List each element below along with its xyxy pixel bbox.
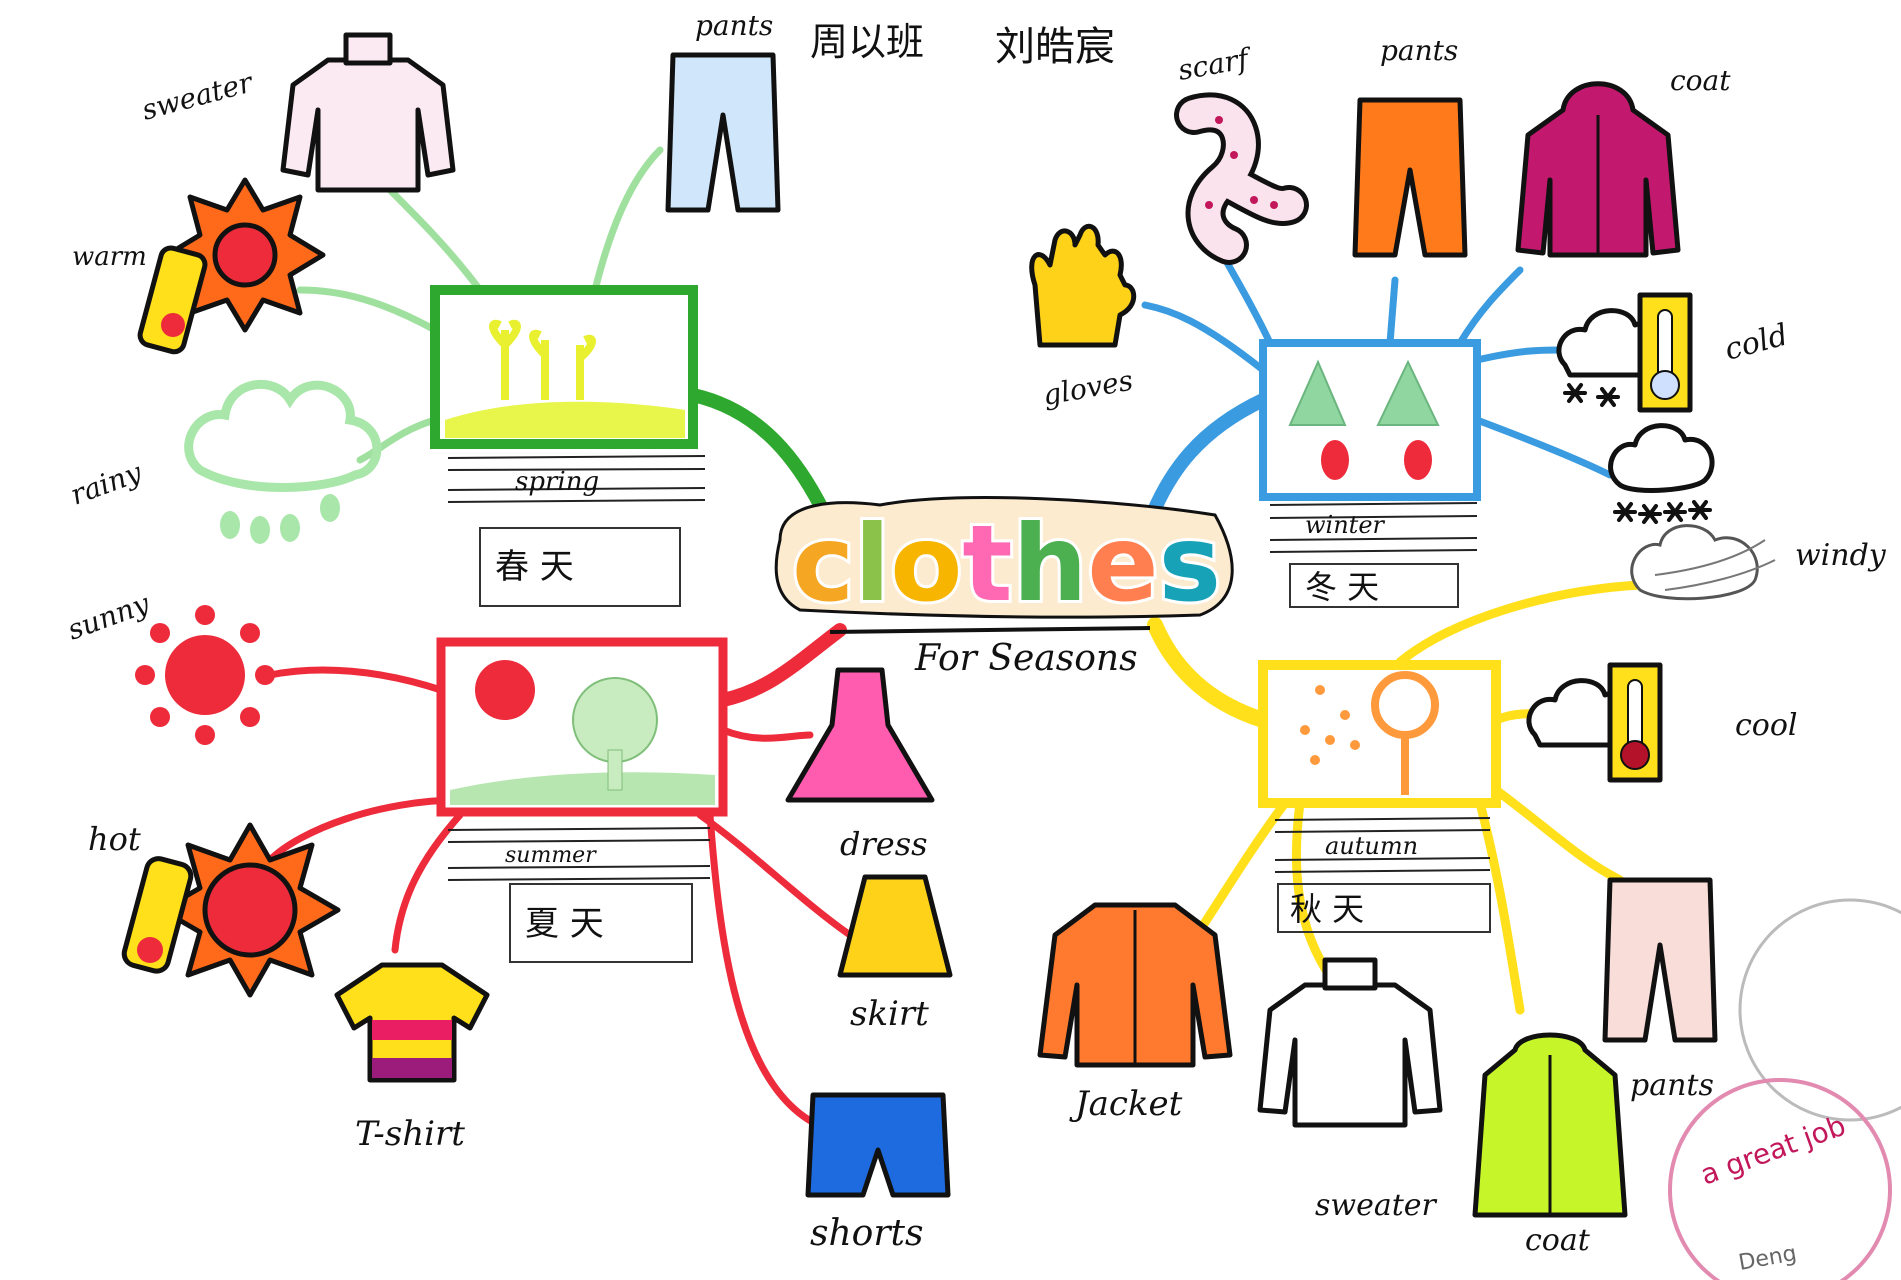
- title-word: clothes: [792, 503, 1221, 625]
- cool-icon: [1526, 662, 1663, 783]
- autumn-sweater-label: sweater: [1315, 1188, 1438, 1223]
- title-letter-h: h: [1013, 503, 1088, 625]
- center-title: clothes For Seasons: [774, 496, 1234, 679]
- cold-label: cold: [1721, 317, 1792, 367]
- falling-leaves-icon: [1300, 685, 1360, 765]
- autumn-pants-label: pants: [1630, 1068, 1714, 1103]
- rainy-label: rainy: [66, 455, 147, 511]
- dress-label: dress: [840, 825, 928, 863]
- trees-icon: [1288, 359, 1440, 426]
- winter-coat-label: coat: [1670, 64, 1731, 97]
- jacket-label: Jacket: [1069, 1084, 1183, 1124]
- winter-scarf: [1174, 92, 1309, 265]
- sunny-label: sunny: [63, 586, 155, 646]
- autumn-coat-label: coat: [1525, 1223, 1591, 1258]
- gloves-label: gloves: [1040, 364, 1135, 412]
- tshirt-icon: [334, 962, 490, 1083]
- autumn-branch: [1147, 617, 1271, 728]
- windy-icon: [1630, 524, 1776, 601]
- skirt-icon: [837, 874, 953, 978]
- summer-node: summer 夏 天: [436, 637, 728, 963]
- dress-icon: [785, 667, 935, 803]
- sprouts-icon: [489, 319, 596, 400]
- subtitle: For Seasons: [914, 638, 1138, 679]
- autumn-chinese: 秋 天: [1290, 890, 1364, 928]
- winter-label: winter: [1305, 511, 1386, 539]
- stamp-text: a great job: [1696, 1109, 1850, 1192]
- warm-label: warm: [72, 242, 147, 272]
- spring-branch: [686, 388, 837, 532]
- winter-chinese: 冬 天: [1305, 568, 1379, 606]
- jacket-icon: [1037, 902, 1233, 1068]
- gloves-icon: [1029, 223, 1137, 348]
- hot-label: hot: [88, 820, 141, 858]
- winter-node: winter 冬 天: [1259, 339, 1481, 608]
- title-letter-e: e: [1087, 503, 1158, 625]
- winter-branch: [1143, 393, 1270, 527]
- title-letter-l: l: [854, 503, 890, 625]
- summer-chinese: 夏 天: [525, 904, 604, 944]
- spring-sweater: [280, 32, 456, 193]
- sunny-icon: [135, 605, 275, 745]
- cold-icon: [1556, 292, 1693, 413]
- winter-pants-label: pants: [1380, 34, 1458, 67]
- winter-pants: [1352, 97, 1468, 258]
- autumn-label: autumn: [1325, 832, 1418, 860]
- warm-icon: [137, 177, 326, 355]
- title-letter-s: s: [1159, 503, 1222, 625]
- spring-node: spring 春 天: [430, 285, 706, 607]
- autumn-pants: [1602, 877, 1718, 1043]
- stamp-signature: Deng: [1737, 1241, 1799, 1276]
- skirt-label: skirt: [850, 994, 929, 1034]
- connectors: [266, 146, 1645, 1134]
- class-name: 周以班: [810, 20, 924, 64]
- sun-icon: [475, 660, 535, 720]
- summer-label: summer: [505, 843, 597, 868]
- cool-label: cool: [1735, 708, 1798, 743]
- tshirt-label: T-shirt: [355, 1114, 465, 1154]
- tree-icon: [572, 677, 658, 791]
- snowflake-icon: [1563, 383, 1620, 407]
- title-letter-o: o: [890, 503, 962, 625]
- shorts-icon: [805, 1092, 951, 1198]
- hot-icon: [121, 822, 341, 998]
- spring-label: spring: [515, 467, 599, 497]
- windy-label: windy: [1795, 538, 1887, 573]
- title-letter-t: t: [962, 503, 1012, 625]
- autumn-coat: [1472, 1032, 1628, 1218]
- winter-coat: [1515, 81, 1681, 258]
- summer-branch: [716, 623, 847, 707]
- spring-pants: [665, 52, 781, 213]
- autumn-sweater: [1257, 957, 1443, 1128]
- spring-sweater-label: sweater: [138, 65, 257, 126]
- winter-scarf-label: scarf: [1175, 41, 1255, 87]
- autumn-tree-icon: [1371, 671, 1439, 795]
- rainy-icon: [184, 380, 382, 544]
- snow-cloud-icon: [1608, 423, 1715, 524]
- spring-chinese: 春 天: [495, 547, 574, 587]
- title-letter-c: c: [792, 503, 854, 625]
- student-name: 刘皓宸: [995, 24, 1115, 70]
- autumn-node: autumn 秋 天: [1258, 660, 1501, 933]
- spring-pants-label: pants: [695, 9, 773, 42]
- shorts-label: shorts: [810, 1213, 923, 1254]
